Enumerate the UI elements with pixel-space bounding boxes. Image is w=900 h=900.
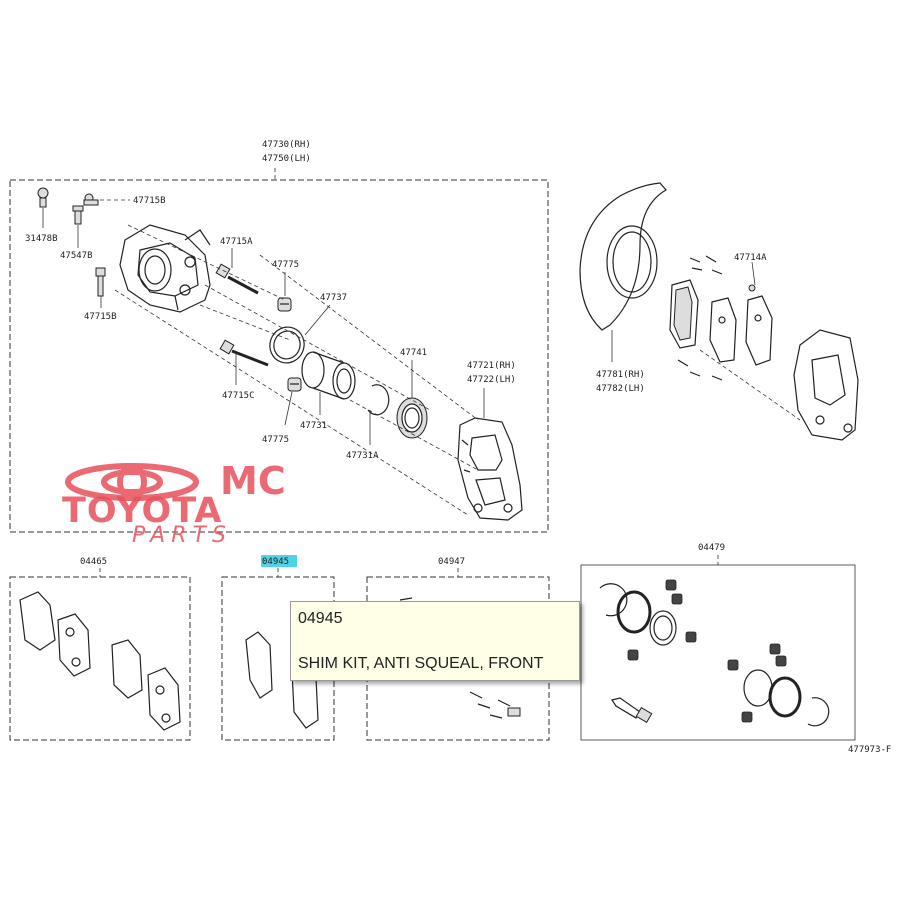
slide-pin-a-part[interactable]	[215, 263, 259, 295]
label-mount-rh[interactable]: 47721(RH)	[467, 361, 516, 371]
bolt-b-part[interactable]	[95, 267, 106, 297]
label-bleeder-plug[interactable]: 31478B	[25, 234, 58, 244]
label-bushing[interactable]: 47547B	[60, 251, 93, 261]
label-pad-kit[interactable]: 04465	[80, 557, 107, 567]
label-shim-kit[interactable]: 04945	[262, 557, 289, 567]
watermark-line3: PARTS	[132, 523, 232, 544]
tooltip-part-description: SHIM KIT, ANTI SQUEAL, FRONT	[298, 655, 544, 672]
watermark-line1: MC	[220, 462, 286, 503]
cylinder-boot-part[interactable]	[396, 397, 428, 439]
label-seal-ring[interactable]: 47737	[320, 293, 347, 303]
slide-pin-c-part[interactable]	[219, 339, 269, 367]
set-ring-part[interactable]	[367, 384, 390, 416]
piston-part[interactable]	[301, 351, 356, 400]
tooltip-part-code: 04945	[298, 610, 343, 627]
seal-ring-part[interactable]	[265, 322, 309, 367]
label-fitting-kit[interactable]: 04947	[438, 557, 465, 567]
bushing-part[interactable]	[72, 205, 84, 225]
label-dust-cover-rh[interactable]: 47781(RH)	[596, 370, 645, 380]
label-pad-clip[interactable]: 47714A	[734, 253, 767, 263]
boot-bottom-part[interactable]	[287, 377, 302, 392]
diagram-code: 477973-F	[848, 745, 891, 755]
cylinder-kit-boots-part[interactable]	[627, 579, 787, 723]
label-caliper-lh[interactable]: 47750(LH)	[262, 154, 311, 164]
boot-top-part[interactable]	[277, 297, 292, 312]
caliper-body-part[interactable]	[119, 224, 211, 313]
label-bleeder-cap[interactable]: 47715B	[133, 196, 166, 206]
cylinder-kit-seals-part[interactable]	[599, 583, 830, 727]
label-piston[interactable]: 47731	[300, 421, 327, 431]
brake-pads-part[interactable]	[19, 591, 181, 731]
label-cylinder-boot[interactable]: 47741	[400, 348, 427, 358]
grease-tube-part[interactable]	[611, 697, 653, 724]
caliper-mount-right-part[interactable]	[793, 329, 859, 441]
part-tooltip: 04945 SHIM KIT, ANTI SQUEAL, FRONT	[290, 601, 580, 681]
caliper-assembly-frame	[9, 179, 549, 533]
pad-shims-part[interactable]	[669, 279, 773, 366]
label-boot-bottom[interactable]: 47775	[262, 435, 289, 445]
shim-kit-highlight	[261, 555, 297, 567]
cylinder-kit-frame	[580, 564, 856, 741]
label-dust-cover-lh[interactable]: 47782(LH)	[596, 384, 645, 394]
label-set-ring[interactable]: 47731A	[346, 451, 379, 461]
label-boot-top[interactable]: 47775	[272, 260, 299, 270]
label-slide-pin-a[interactable]: 47715A	[220, 237, 253, 247]
label-caliper-rh[interactable]: 47730(RH)	[262, 140, 311, 150]
label-bolt-b[interactable]: 47715B	[84, 312, 117, 322]
dust-cover-part[interactable]	[579, 182, 667, 331]
pad-clips-part[interactable]	[677, 255, 723, 381]
watermark-logo: MC TOYOTA PARTS	[62, 462, 286, 544]
bleeder-cap-part[interactable]	[83, 193, 99, 206]
label-mount-lh[interactable]: 47722(LH)	[467, 375, 516, 385]
bleeder-plug-part[interactable]	[37, 187, 49, 208]
toyota-emblem-icon	[65, 463, 199, 501]
label-slide-pin-c[interactable]: 47715C	[222, 391, 255, 401]
mounting-bracket-part[interactable]	[457, 417, 523, 521]
watermark-line2: TOYOTA	[62, 491, 222, 531]
label-cylinder-kit[interactable]: 04479	[698, 543, 725, 553]
